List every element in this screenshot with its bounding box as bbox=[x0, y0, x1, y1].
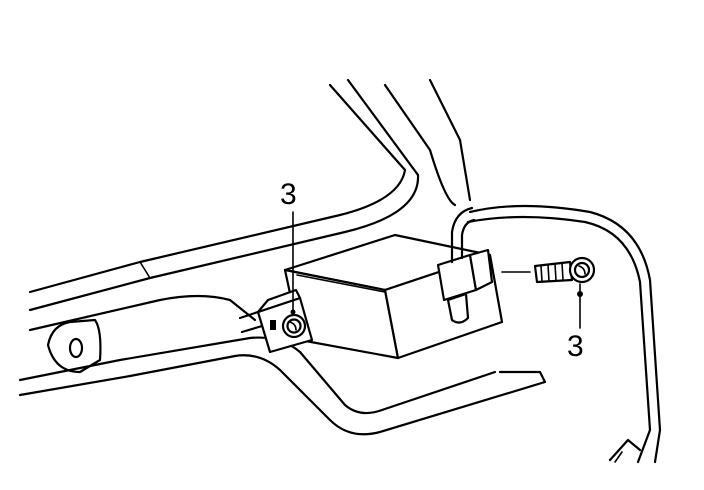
mounting-lug bbox=[46, 318, 102, 374]
bracket-bolt bbox=[270, 313, 307, 339]
callout-number-bracket-bolt: 3 bbox=[280, 178, 297, 211]
callout-leader-top-dot bbox=[290, 309, 296, 315]
wiring-harness bbox=[466, 204, 662, 464]
separate-bolt bbox=[533, 256, 596, 284]
callout-leader-right-dot bbox=[577, 291, 583, 297]
control-unit bbox=[283, 233, 504, 360]
body-panel-outline bbox=[28, 78, 472, 312]
lower-panel-outline bbox=[18, 294, 547, 436]
callout-number-separate-bolt: 3 bbox=[567, 330, 584, 363]
harness-connector bbox=[436, 206, 494, 324]
